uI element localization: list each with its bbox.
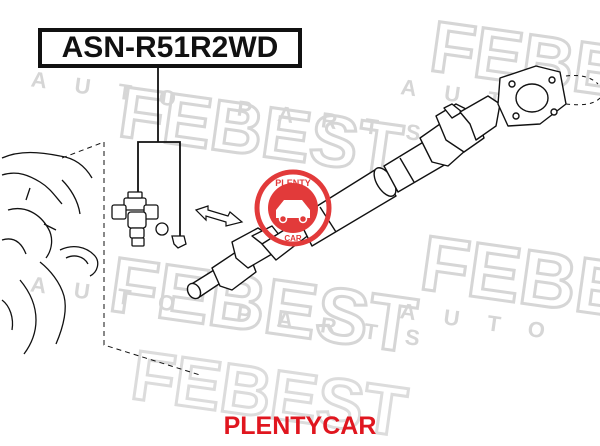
retaining-clip: [171, 235, 187, 249]
footer-brand: PLENTYCAR: [0, 412, 600, 441]
plentycar-stamp: PLENTY CAR: [254, 169, 332, 247]
stamp-text-top: PLENTY: [275, 178, 311, 188]
footer-brand-text: PLENTYCAR: [223, 412, 377, 440]
rear-dashed-extension: [565, 75, 600, 106]
part-number-text: ASN-R51R2WD: [61, 31, 279, 64]
stamp-text-bottom: CAR: [284, 234, 302, 243]
dashed-reference-lines: [61, 141, 201, 376]
part-number-label: ASN-R51R2WD: [38, 28, 302, 68]
vehicle-structure-sketch: [1, 151, 99, 355]
universal-joint-cross: [111, 191, 169, 247]
assembly-arrow: [194, 205, 244, 227]
propeller-shaft: [186, 65, 567, 300]
callout-leader: [137, 66, 181, 236]
